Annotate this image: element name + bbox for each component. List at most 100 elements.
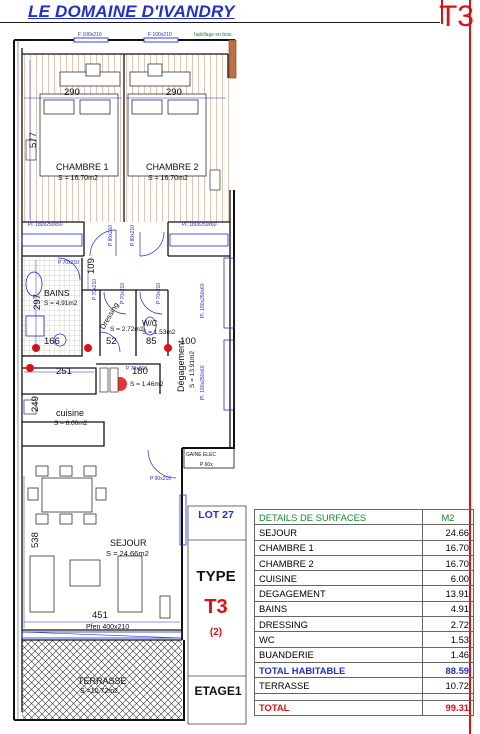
room-chambre1-area: S = 16.70m2 — [58, 175, 98, 182]
top-windows — [73, 37, 179, 43]
project-title: LE DOMAINE D'IVANDRY — [28, 2, 235, 21]
dim-290-a: 290 — [64, 87, 80, 98]
row-label: SEJOUR — [254, 524, 423, 541]
bath-fixtures — [25, 271, 67, 347]
dim-52: 52 — [106, 336, 117, 347]
dimension-text: 290 290 577 297 109 166 52 85 100 251 18… — [28, 87, 196, 621]
row-value: 13.91 — [422, 585, 474, 602]
door-swings — [57, 229, 177, 479]
room-buanderie-area: S = 1.46m2 — [130, 381, 164, 388]
room-bains-area: S = 4.91m2 — [44, 300, 78, 307]
terrasse-label: TERRASSE — [254, 677, 423, 694]
grand-total-label: TOTAL — [254, 699, 423, 716]
row-label: CHAMBRE 1 — [254, 539, 423, 556]
room-cuisine-name: cuisine — [56, 408, 84, 418]
type-code-header: T3 — [438, 0, 474, 33]
sliding-windows — [21, 233, 235, 639]
row-value: 4.91 — [422, 600, 474, 618]
total-habitable-value: 88.59 — [422, 661, 474, 679]
spacer-row — [254, 692, 474, 701]
living-sofas — [29, 555, 171, 619]
dim-249: 249 — [30, 396, 41, 412]
room-wc-area: S = 1.53m2 — [142, 329, 176, 336]
label-pl3: Pl. 180x250x60 — [200, 283, 206, 318]
dim-166: 166 — [44, 336, 60, 347]
row-label: CUISINE — [254, 570, 423, 587]
label-p80b: P 80x210 — [130, 225, 136, 246]
table-header-unit: M2 — [422, 508, 474, 526]
room-wc-name: W/C — [142, 319, 158, 328]
gaine-box — [183, 447, 235, 469]
row-label: BAINS — [254, 600, 423, 618]
dim-451: 451 — [92, 610, 108, 621]
dim-297: 297 — [32, 294, 43, 310]
row-value: 6.00 — [422, 570, 474, 587]
header-red-divider — [441, 0, 443, 24]
room-terrasse-name: TERRASSE — [78, 676, 127, 686]
table-header-row: DETAILS DE SURFACES M2 — [254, 508, 474, 526]
label-p70a: P 70x210 — [58, 260, 79, 266]
row-label: CHAMBRE 2 — [254, 554, 423, 572]
summary-frame — [187, 505, 247, 725]
label-pfen: Pfen 400x210 — [86, 624, 129, 631]
label-f1: F 100x210 — [78, 32, 102, 38]
total-habitable-label: TOTAL HABITABLE — [254, 661, 423, 679]
inner-walls — [21, 48, 231, 712]
bedroom-desks — [59, 63, 191, 87]
kitchen-counter — [23, 367, 119, 415]
label-p70e: P 70x210 — [126, 366, 147, 372]
type-label: TYPE — [196, 568, 236, 585]
dim-85: 85 — [146, 336, 157, 347]
grand-total-value: 99.31 — [422, 699, 474, 716]
row-value: 1.53 — [422, 631, 474, 648]
etage-label: ETAGE1 — [194, 684, 242, 698]
row-value: 2.72 — [422, 616, 474, 633]
label-pl2: Pl. 180x250x60 — [182, 222, 217, 228]
room-dressing-area: S = 2.72m2 — [110, 326, 144, 333]
room-terrasse-area: S =10.72m2 — [80, 688, 118, 695]
dimension-lines — [21, 60, 226, 628]
dim-180: 180 — [132, 366, 148, 377]
row-value: 1.46 — [422, 646, 474, 663]
label-p80a: P 80x210 — [108, 225, 114, 246]
row-label: DEGAGEMENT — [254, 585, 423, 602]
terrace-hatch — [22, 640, 182, 720]
beds — [39, 93, 207, 177]
header-rule — [0, 22, 440, 23]
room-cuisine-area: S = 6.00m2 — [54, 420, 88, 427]
row-value: 16.70 — [422, 554, 474, 572]
label-p70b: P 70x210 — [92, 279, 98, 300]
room-sejour-area: S = 24.66m2 — [106, 549, 149, 558]
room-chambre1-name: CHAMBRE 1 — [56, 162, 109, 172]
label-habillage: habillage en bois — [194, 32, 232, 38]
row-label: BUANDERIE — [254, 646, 423, 663]
type-code-summary: T3 — [204, 596, 228, 618]
dim-109: 109 — [86, 258, 97, 274]
dining-set — [27, 465, 107, 525]
label-p70c: P 70x210 — [120, 283, 126, 304]
room-labels: CHAMBRE 1 S = 16.70m2 CHAMBRE 2 S = 16.7… — [44, 162, 199, 695]
row-value: 16.70 — [422, 539, 474, 556]
room-chambre2-area: S = 16.70m2 — [148, 175, 188, 182]
wc-bowl — [143, 316, 157, 336]
label-p90: P 90x210 — [150, 476, 171, 482]
room-degagement-name: Dégagement — [176, 340, 186, 392]
lot-label: LOT 27 — [198, 509, 234, 521]
row-label: WC — [254, 631, 423, 648]
dim-577: 577 — [28, 132, 39, 148]
terrasse-value: 10.72 — [422, 677, 474, 694]
